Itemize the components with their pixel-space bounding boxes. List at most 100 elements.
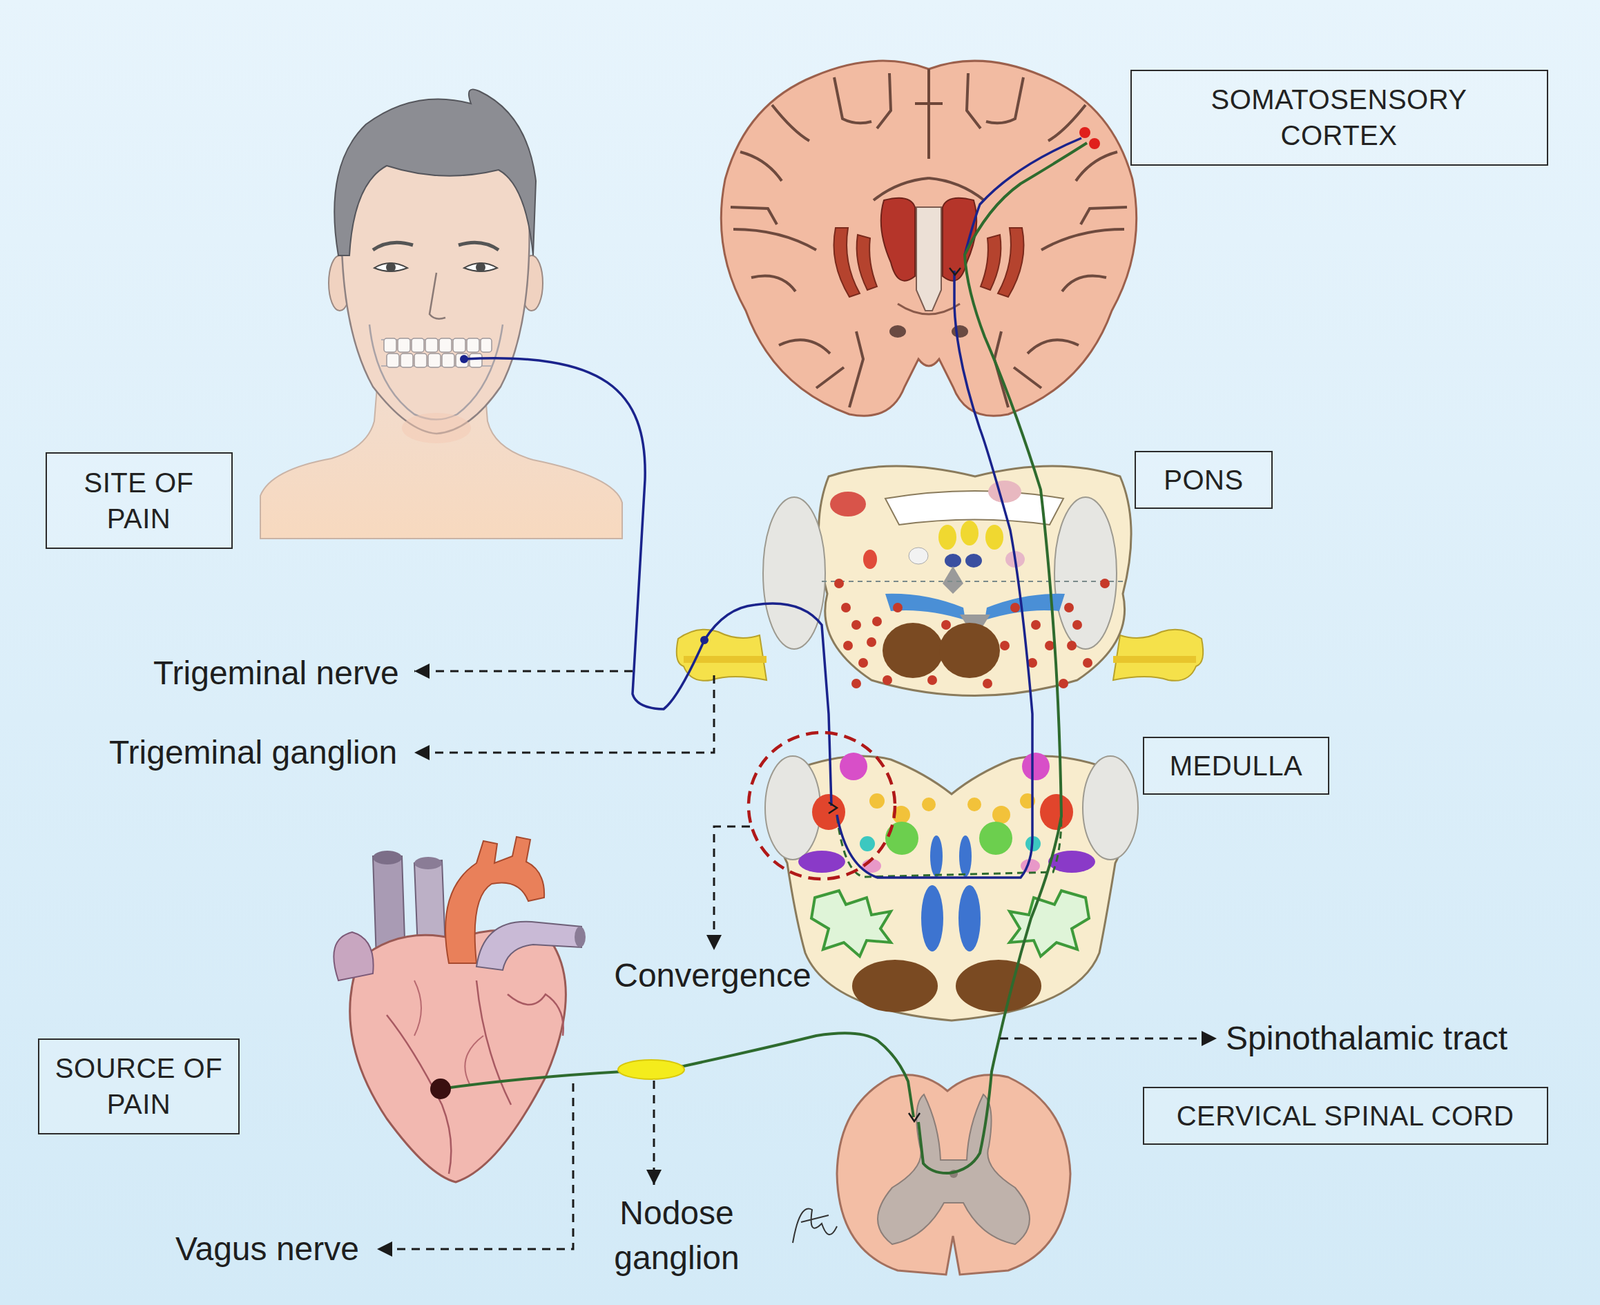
medulla-section	[765, 752, 1139, 1021]
drawing-part	[430, 1078, 451, 1100]
pons-section-part-part	[851, 678, 862, 689]
pons-section-part-part	[982, 678, 993, 689]
pons-section-part	[830, 491, 866, 517]
pons-section-part	[818, 466, 1132, 697]
brain-section-part-part	[889, 325, 906, 338]
pons-section	[676, 466, 1203, 697]
medulla-section-part	[1039, 794, 1074, 831]
pons-section-part	[763, 497, 826, 650]
head-figure-part	[372, 242, 413, 250]
heart-figure-part	[372, 850, 402, 865]
trigeminal-pathway	[464, 138, 1082, 878]
medulla-section-part	[798, 850, 846, 873]
head-figure-part-part	[386, 353, 400, 368]
pons-section-part	[863, 549, 877, 570]
head-figure-part-part	[439, 338, 452, 353]
heart-figure-part	[414, 856, 442, 870]
pons-section-part-part	[882, 675, 893, 686]
part-label: Trigeminal ganglion	[109, 730, 398, 776]
head-figure-part-part	[425, 338, 438, 353]
head-figure-part-part	[400, 353, 413, 368]
leader-lines-part	[714, 826, 750, 951]
heart-figure-part	[414, 980, 484, 1085]
pons-section-part	[885, 490, 1064, 525]
pons-section-part-part	[892, 602, 903, 613]
spinothalamic-pathway	[440, 142, 1087, 1174]
medulla-section-part	[885, 821, 919, 855]
head-figure-part-part	[428, 353, 441, 368]
brain-section	[720, 60, 1136, 416]
heart-figure	[333, 836, 586, 1183]
part-label: Spinothalamic tract	[1225, 1016, 1508, 1062]
medulla-section-part	[958, 885, 981, 952]
pons-section-part	[985, 524, 1004, 550]
heart-figure-part	[476, 980, 512, 1105]
medulla-section-part	[959, 835, 972, 877]
head-figure-part	[429, 272, 446, 320]
part-label: Vagus nerve	[175, 1227, 360, 1272]
brain-section-part-part	[881, 198, 915, 282]
box-title: PONS	[1163, 461, 1243, 498]
pons-section-part-part	[1058, 678, 1069, 689]
pons-section-part	[885, 593, 966, 621]
pons-section-part-part	[851, 620, 862, 630]
signature-mark	[792, 1209, 837, 1243]
brain-section-part-part	[856, 234, 877, 291]
pons-section-part	[821, 580, 1126, 583]
pons-section-part	[944, 553, 962, 568]
head-figure-part-part	[452, 338, 466, 353]
box-title: MEDULLA	[1169, 747, 1303, 784]
title-box: SOURCE OF PAIN	[37, 1038, 240, 1135]
pons-section-part-part	[858, 658, 869, 668]
medulla-section-part	[979, 821, 1013, 855]
trigeminal-pathway-part	[704, 603, 832, 806]
head-figure-part	[401, 412, 471, 444]
spinothalamic-pathway-part	[918, 142, 1087, 1174]
head-figure-part-part	[414, 353, 427, 368]
pons-section-part	[676, 629, 767, 681]
pons-section-part	[938, 524, 957, 550]
pons-section-part	[942, 566, 964, 594]
pons-section-part	[1054, 497, 1117, 650]
pons-section-part-part	[841, 602, 851, 613]
pons-section-part-part	[1064, 602, 1074, 613]
title-box: SOMATOSENSORY CORTEX	[1130, 69, 1549, 166]
medulla-section-part	[1022, 752, 1050, 781]
heart-figure-part	[574, 926, 586, 948]
pons-section-part-part	[1066, 640, 1077, 651]
title-box: PONS	[1134, 450, 1273, 509]
part-label: Convergence	[613, 953, 812, 999]
trigeminal-pathway-part	[964, 138, 1082, 255]
spinothalamic-pathway-part	[440, 1033, 914, 1118]
head-figure-part	[374, 263, 408, 272]
pons-section-part-part	[843, 640, 853, 651]
leader-lines-part	[999, 1037, 1217, 1040]
brain-section-part-part	[834, 227, 861, 297]
pons-section-part-part	[834, 578, 844, 589]
spinal-cord-section-part	[836, 1075, 1071, 1275]
medulla-section-part	[776, 756, 1127, 1021]
head-figure-part	[334, 89, 536, 256]
pons-section-part	[1113, 656, 1197, 663]
pons-section-part-part	[927, 675, 938, 686]
box-title: SITE OF PAIN	[69, 464, 208, 537]
leader-lines-part	[653, 1080, 656, 1185]
head-figure-part	[475, 262, 486, 273]
brain-section-part-part	[849, 331, 864, 408]
leader-lines-part	[414, 670, 633, 673]
drawing-part	[700, 635, 709, 645]
brain-section-part	[916, 207, 942, 311]
head-figure-part	[458, 242, 499, 250]
pons-section-part-part	[866, 637, 877, 648]
title-box: SITE OF PAIN	[45, 452, 233, 549]
medulla-section-part	[839, 752, 868, 781]
part-label: Nodose ganglion	[607, 1191, 746, 1281]
brain-section-part	[928, 73, 1127, 408]
pons-section-part	[1113, 629, 1203, 681]
drawing-part	[1079, 127, 1091, 139]
drawing-part	[1088, 138, 1101, 150]
pons-section-part	[988, 480, 1022, 503]
brain-section-part-part	[778, 339, 831, 354]
box-title: CERVICAL SPINAL CORD	[1176, 1097, 1515, 1134]
